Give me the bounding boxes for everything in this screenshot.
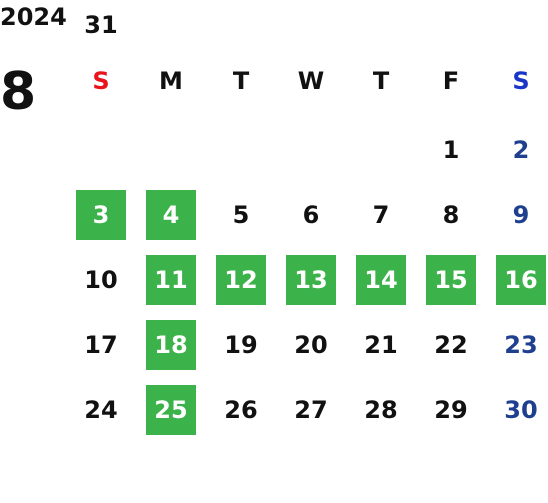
day-cell-highlighted: 11	[146, 255, 196, 305]
day-cell: 27	[294, 396, 328, 424]
day-cell: 28	[364, 396, 398, 424]
day-cell: 7	[372, 201, 390, 229]
weekday-header: S	[92, 67, 110, 95]
day-cell: 19	[224, 331, 258, 359]
day-cell-highlighted: 16	[496, 255, 546, 305]
day-cell: 5	[232, 201, 250, 229]
day-cell: 23	[504, 331, 538, 359]
day-cell-highlighted: 15	[426, 255, 476, 305]
day-cell: 31	[84, 11, 118, 39]
weekday-header: M	[159, 67, 183, 95]
day-cell: 10	[84, 266, 118, 294]
day-cell-highlighted: 3	[76, 190, 126, 240]
day-cell: 26	[224, 396, 258, 424]
month-label: 8	[0, 62, 37, 122]
weekday-header: W	[297, 67, 325, 95]
weekday-header: T	[372, 67, 390, 95]
weekday-header: S	[512, 67, 530, 95]
day-cell: 21	[364, 331, 398, 359]
day-cell: 24	[84, 396, 118, 424]
day-cell: 8	[442, 201, 460, 229]
day-cell: 29	[434, 396, 468, 424]
day-cell: 17	[84, 331, 118, 359]
year-label: 2024	[0, 3, 67, 31]
day-cell-highlighted: 25	[146, 385, 196, 435]
weekday-header: T	[232, 67, 250, 95]
day-cell-highlighted: 12	[216, 255, 266, 305]
day-cell: 22	[434, 331, 468, 359]
day-cell-highlighted: 4	[146, 190, 196, 240]
day-cell: 1	[442, 136, 460, 164]
day-cell: 2	[512, 136, 530, 164]
day-cell: 30	[504, 396, 538, 424]
day-cell-highlighted: 18	[146, 320, 196, 370]
day-cell: 9	[512, 201, 530, 229]
day-cell-highlighted: 13	[286, 255, 336, 305]
weekday-header: F	[442, 67, 460, 95]
day-cell: 6	[302, 201, 320, 229]
day-cell: 20	[294, 331, 328, 359]
day-cell-highlighted: 14	[356, 255, 406, 305]
